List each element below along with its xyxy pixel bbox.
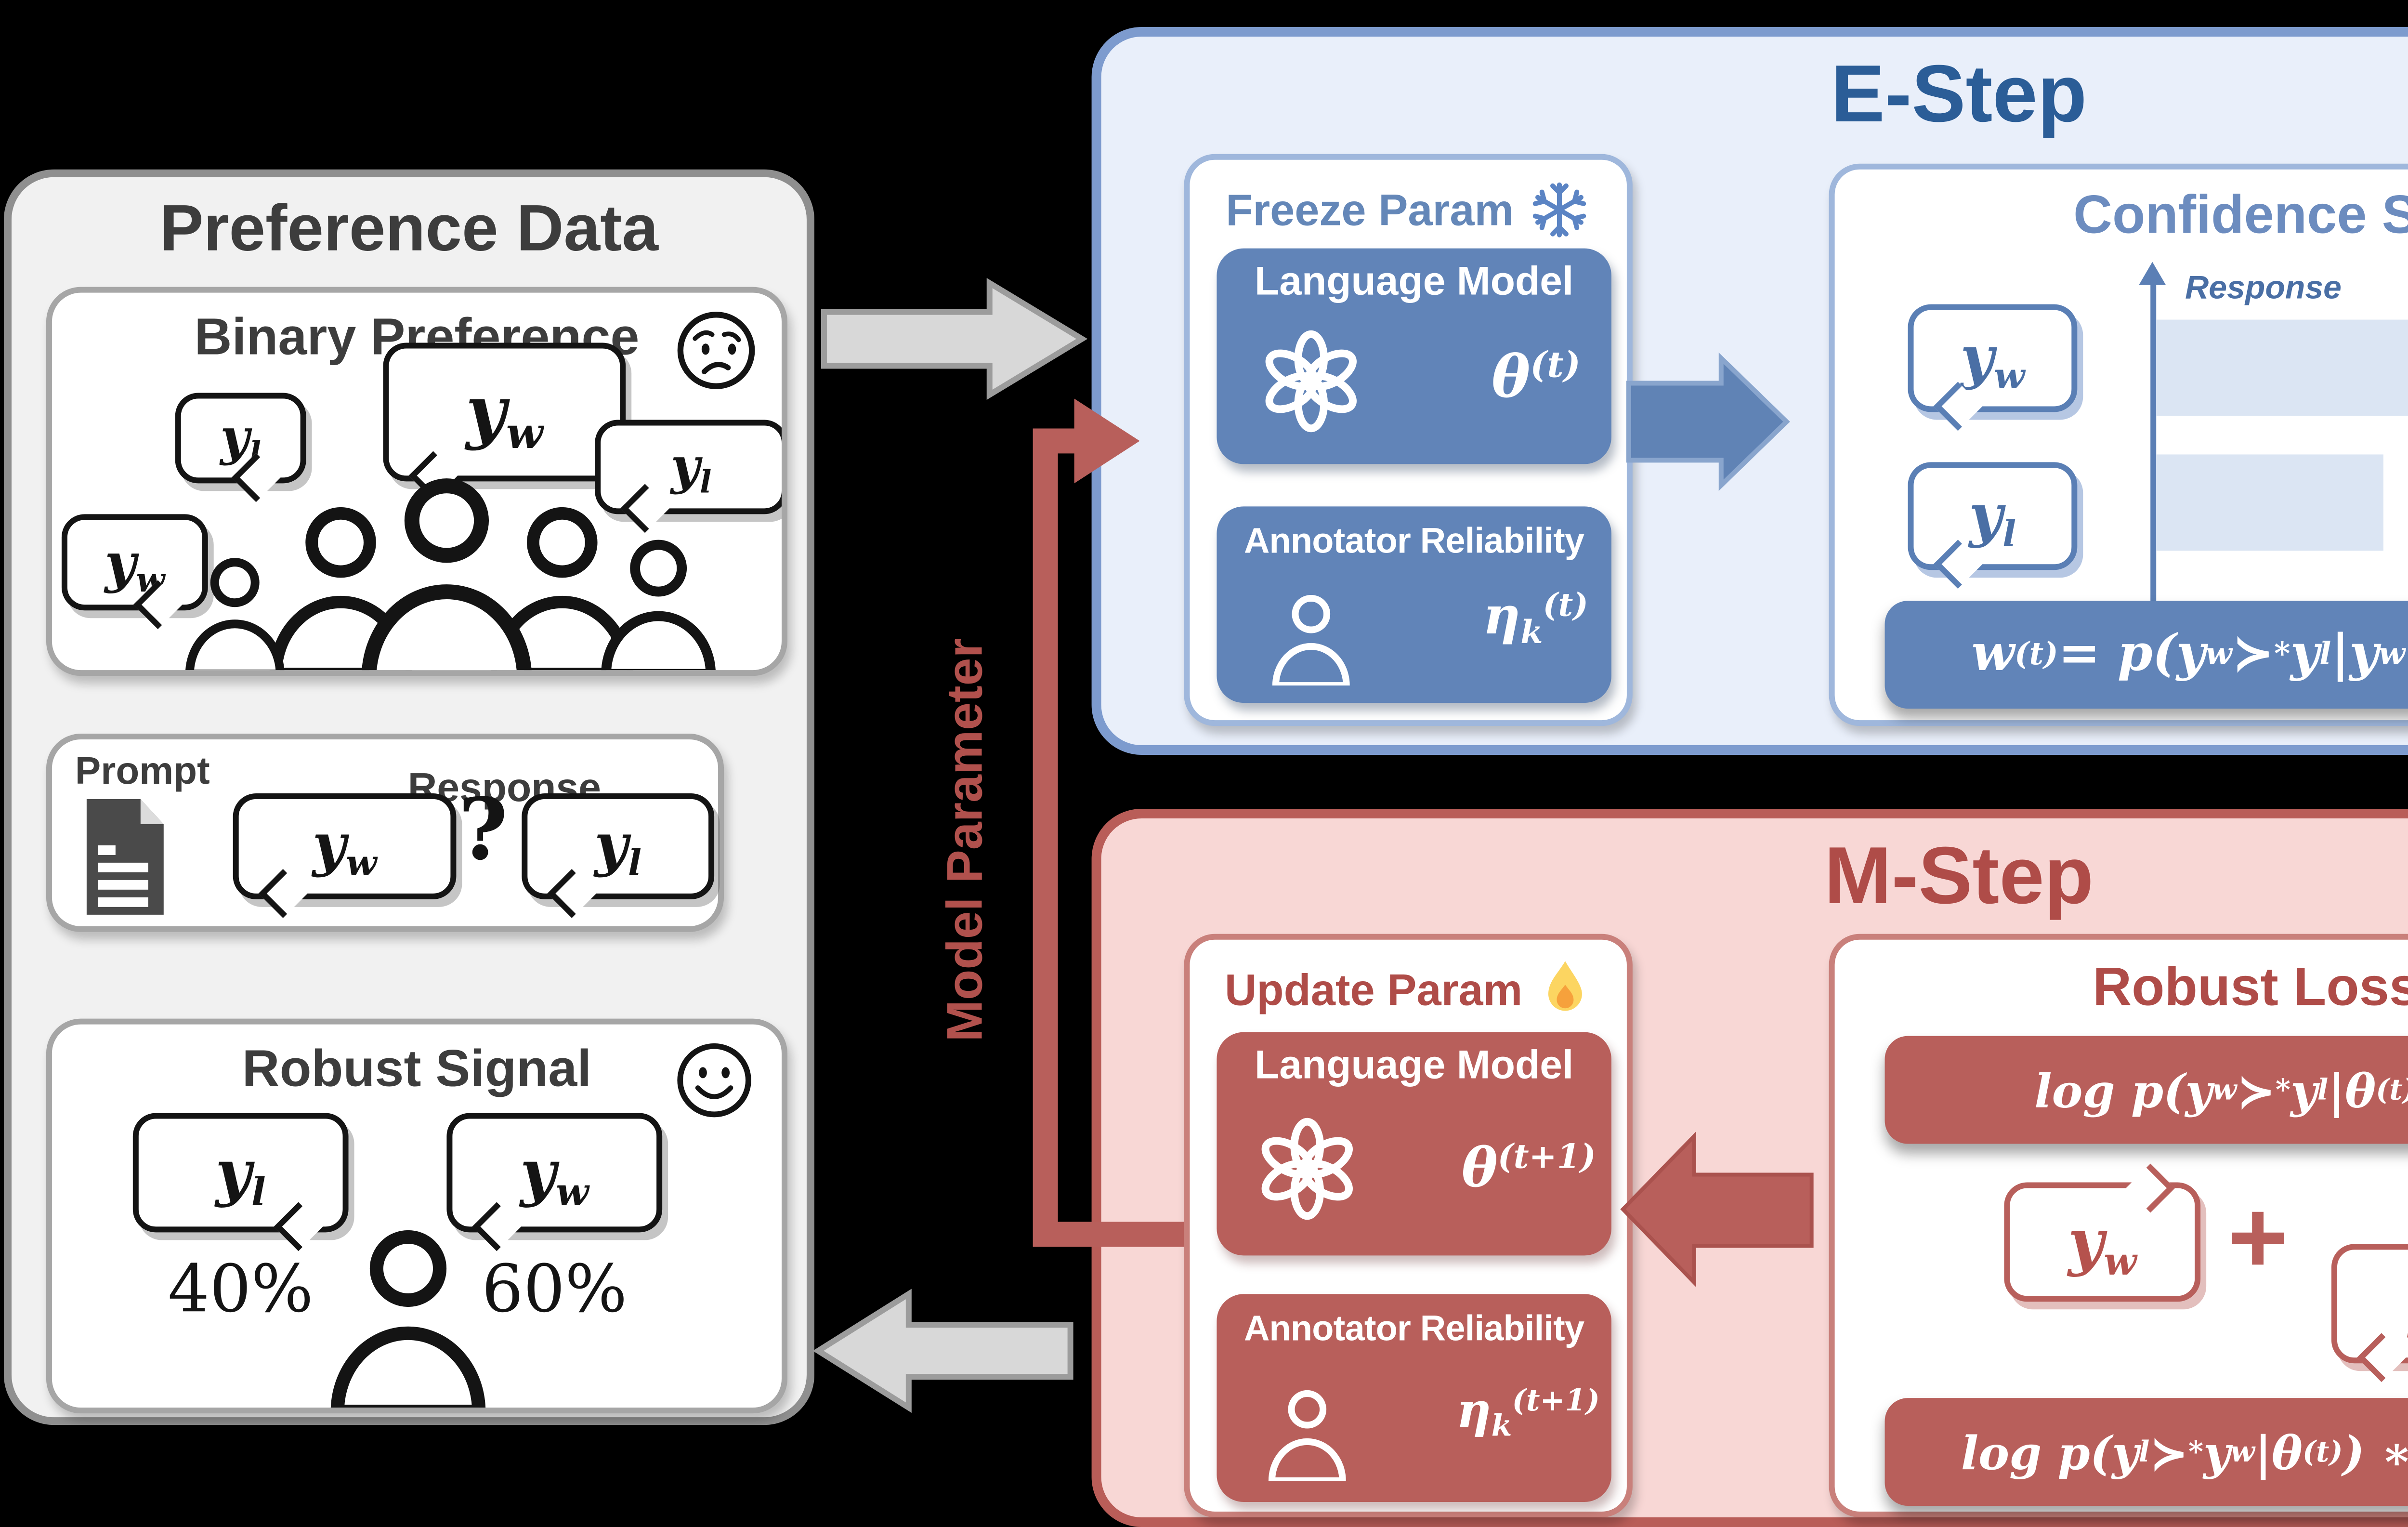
speech-bubble-yl: yl — [1908, 462, 2078, 570]
y-axis-arrow — [2139, 262, 2166, 285]
y-axis-label: Response — [2185, 269, 2342, 306]
annotator-reliability-title: Annotator Reliability — [1243, 1307, 1584, 1348]
speech-bubble-yl: yl — [595, 420, 782, 514]
speech-bubble-yl: yl — [2331, 1244, 2408, 1364]
bubble-label: yl — [594, 812, 642, 885]
bar-w — [2156, 319, 2408, 416]
speech-bubble-yw: yw — [2004, 1182, 2201, 1302]
plus-sign: + — [2227, 1180, 2289, 1296]
robust-loss-box: Robust Loss ℒR log p(yw ≻* yl|θ(t)) ∗ w(… — [1829, 934, 2408, 1518]
freeze-param-box: Freeze Param Language Model θ(t) — [1184, 154, 1633, 726]
document-icon — [86, 799, 164, 915]
person-icon — [1259, 1382, 1355, 1483]
model-parameter-label: Model Parameter — [935, 638, 994, 1041]
annotator-reliability-title: Annotator Reliability — [1243, 520, 1584, 561]
worried-face-icon — [677, 312, 755, 389]
eta-param: ηk(t+1) — [1456, 1382, 1600, 1444]
fire-icon — [1548, 961, 1582, 1011]
update-param-header: Update Param — [1190, 959, 1626, 1021]
theta-param: θ(t) — [1492, 344, 1581, 412]
bar-1-minus-w — [2156, 454, 2383, 551]
speech-bubble-yw: yw — [446, 1113, 663, 1233]
arrow-data-to-estep — [821, 278, 1088, 400]
confidence-score-box: Confidence Score yw yl Response w(t) 1 −… — [1829, 163, 2408, 726]
left-percentage: 40% — [168, 1251, 314, 1329]
right-percentage: 60% — [482, 1251, 628, 1329]
update-param-title: Update Param — [1225, 963, 1523, 1014]
speech-bubble-yw: yw — [1908, 304, 2078, 412]
speech-bubble-yw: yw — [383, 342, 626, 482]
speech-bubble-yl: yl — [175, 393, 306, 484]
question-mark: ? — [458, 781, 508, 880]
y-axis — [2150, 281, 2157, 628]
binary-preference-box: Binary Preference yw yl yw yl — [46, 287, 787, 676]
openai-logo-icon — [1251, 1113, 1363, 1225]
language-model-card: Language Model θ(t) — [1217, 248, 1611, 464]
person-icon — [312, 1219, 505, 1411]
bubble-label: yw — [312, 812, 377, 885]
robust-signal-box: Robust Signal yl yw 40% 60% — [46, 1018, 787, 1414]
openai-logo-icon — [1255, 326, 1367, 437]
bubble-label: yw — [1960, 324, 2025, 397]
theta-param: θ(t+1) — [1462, 1136, 1596, 1200]
person-icon — [1263, 587, 1359, 687]
prompt-response-box: Prompt Response yw ? yl — [46, 734, 724, 932]
annotator-reliability-card: Annotator Reliability ηk(t+1) — [1217, 1294, 1611, 1502]
person-icon — [341, 466, 553, 676]
bubble-label: yw — [466, 371, 543, 460]
bubble-label: yw — [105, 530, 165, 601]
loss-formula-top: log p(yw ≻* yl|θ(t)) ∗ w(t) — [1885, 1036, 2408, 1144]
person-icon — [587, 531, 730, 674]
language-model-title: Language Model — [1254, 1043, 1574, 1088]
annotator-reliability-card: Annotator Reliability ηk(t) — [1217, 506, 1611, 703]
arrow-mstep-to-data — [812, 1289, 1073, 1413]
e-step-formula: w(t) = p(yw ≻* yl|yw ≻k yl, θ(t)) — [1885, 601, 2408, 709]
m-step-panel: M-Step Update Param Language Model θ(t+1… — [1091, 808, 2408, 1527]
prompt-label: Prompt — [75, 751, 210, 793]
preference-data-title: Preference Data — [159, 192, 658, 266]
robust-loss-title: Robust Loss — [2093, 957, 2408, 1017]
smiley-face-icon — [677, 1043, 751, 1118]
bubble-label: yw — [520, 1136, 589, 1215]
m-step-title: M-Step — [1824, 829, 2094, 921]
speech-bubble-yw: yw — [233, 793, 457, 899]
bubble-label: yw — [2068, 1205, 2137, 1285]
update-param-box: Update Param Language Model θ(t+1) Annot… — [1184, 934, 1633, 1518]
speech-bubble-yl: yl — [522, 793, 715, 899]
freeze-param-title: Freeze Param — [1226, 184, 1514, 234]
speech-bubble-yl: yl — [132, 1113, 349, 1233]
speech-bubble-yw: yw — [61, 514, 208, 611]
snowflake-icon — [1533, 182, 1587, 237]
freeze-param-header: Freeze Param — [1190, 179, 1626, 241]
bubble-label: yl — [1969, 482, 2016, 555]
bubble-label: yl — [670, 438, 712, 500]
e-step-panel: E-Step Freeze Param Language Model — [1091, 26, 2408, 755]
preference-data-panel: Preference Data Binary Preference yw yl … — [3, 169, 814, 1425]
robust-signal-title: Robust Signal — [242, 1040, 592, 1098]
language-model-title: Language Model — [1254, 260, 1574, 304]
loss-formula-bottom: log p(yl ≻* yw|θ(t)) ∗ (1 − w(t)) — [1885, 1398, 2408, 1506]
eta-param: ηk(t) — [1482, 585, 1588, 651]
bubble-label: yl — [220, 409, 262, 471]
robust-loss-header: Robust Loss ℒR — [1835, 955, 2408, 1019]
bubble-label: yl — [215, 1136, 266, 1215]
e-step-title: E-Step — [1831, 48, 2087, 139]
language-model-card: Language Model θ(t+1) — [1217, 1032, 1611, 1256]
confidence-score-title: Confidence Score — [2073, 184, 2408, 245]
person-icon — [173, 551, 297, 674]
